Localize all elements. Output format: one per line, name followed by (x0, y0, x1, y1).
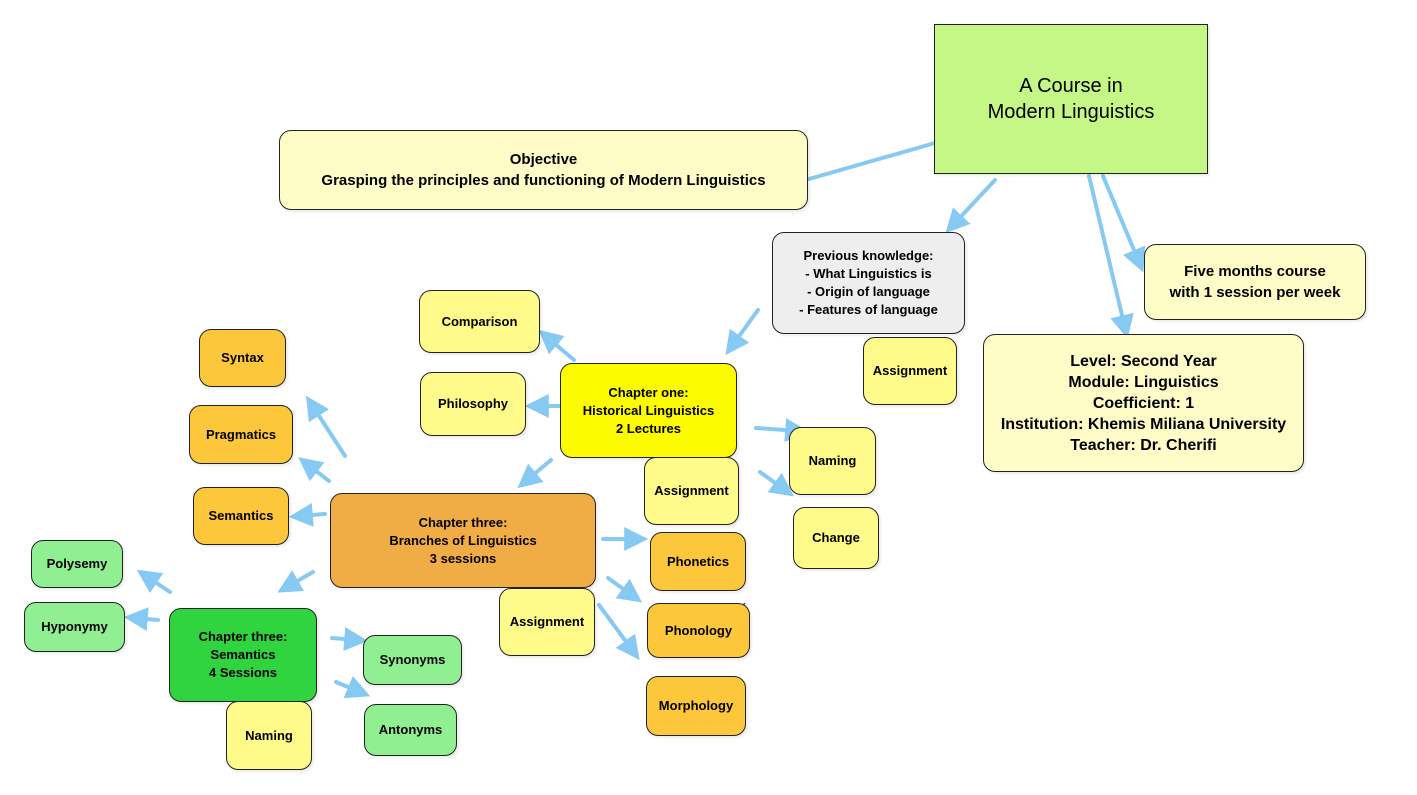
arrow-previous-chapter-one (725, 308, 760, 356)
assignment-branches-box: Assignment (499, 588, 595, 656)
naming-chapter-one-label: Naming (808, 453, 857, 468)
course-info-box: Level: Second Year Module: Linguistics C… (983, 334, 1304, 472)
chapter-one-label: Chapter one: Historical Linguistics 2 Le… (582, 384, 715, 436)
arrow-chapter-one-comparison (538, 329, 576, 362)
course-title-box: A Course in Modern Linguistics (934, 24, 1208, 174)
five-months-box: Five months course with 1 session per we… (1144, 244, 1366, 320)
philosophy-label: Philosophy (437, 396, 509, 411)
hyponymy-box: Hyponymy (24, 602, 125, 652)
arrow-chapter-one-change (758, 470, 795, 497)
syntax-label: Syntax (221, 350, 264, 365)
arrow-branches-syntax (305, 395, 347, 458)
arrow-semantics-antonyms (334, 675, 371, 699)
phonology-box: Phonology (647, 603, 750, 658)
arrow-semantics-polysemy (136, 569, 172, 594)
arrow-branches-semantics (288, 503, 327, 527)
assignment-previous-box: Assignment (863, 337, 957, 405)
pragmatics-label: Pragmatics (205, 426, 277, 442)
arrow-branches-semantics-chapter (277, 570, 315, 593)
phonetics-label: Phonetics (666, 553, 730, 569)
arrow-chapter-one-branches (517, 458, 553, 489)
course-info-text: Level: Second Year Module: Linguistics C… (1000, 352, 1287, 454)
pragmatics-box: Pragmatics (189, 405, 293, 464)
polysemy-label: Polysemy (46, 556, 108, 571)
antonyms-box: Antonyms (364, 704, 457, 756)
phonetics-box: Phonetics (650, 532, 746, 591)
connector-title-objective (807, 141, 937, 181)
semantics-branch-label: Semantics (208, 508, 274, 523)
phonology-label: Phonology (664, 622, 733, 638)
change-box: Change (793, 507, 879, 569)
semantics-chapter-label: Chapter three: Semantics 4 Sessions (198, 629, 288, 680)
comparison-label: Comparison (441, 313, 518, 329)
objective-text: Objective Grasping the principles and fu… (321, 151, 766, 189)
morphology-label: Morphology (658, 698, 734, 713)
naming-semantics-label: Naming (245, 727, 293, 743)
syntax-box: Syntax (199, 329, 286, 387)
semantics-branch-box: Semantics (193, 487, 289, 545)
branches-chapter-label: Chapter three: Branches of Linguistics 3… (389, 514, 537, 566)
philosophy-box: Philosophy (420, 372, 526, 436)
arrow-branches-phonology (606, 576, 643, 603)
assignment-branches-label: Assignment (509, 614, 585, 629)
arrow-semantics-hyponymy (123, 607, 160, 632)
course-title: A Course in Modern Linguistics (987, 75, 1155, 123)
arrow-branches-morphology (597, 603, 640, 661)
synonyms-label: Synonyms (379, 652, 446, 667)
branches-chapter-box: Chapter three: Branches of Linguistics 3… (330, 493, 596, 588)
arrow-branches-pragmatics (298, 457, 331, 483)
morphology-box: Morphology (646, 676, 746, 736)
assignment-chapter-one-box: Assignment (644, 457, 739, 525)
naming-semantics-box: Naming (226, 701, 312, 770)
arrow-semantics-synonyms (330, 627, 369, 651)
objective-box: Objective Grasping the principles and fu… (279, 130, 808, 210)
chapter-one-box: Chapter one: Historical Linguistics 2 Le… (560, 363, 737, 458)
assignment-previous-label: Assignment (872, 363, 948, 378)
hyponymy-label: Hyponymy (41, 619, 108, 634)
arrow-title-previous (945, 178, 997, 234)
comparison-box: Comparison (419, 290, 540, 353)
previous-knowledge-text: Previous knowledge: - What Linguistics i… (799, 248, 938, 317)
change-label: Change (812, 530, 860, 545)
naming-chapter-one-box: Naming (789, 427, 876, 495)
five-months-text: Five months course with 1 session per we… (1169, 263, 1341, 301)
semantics-chapter-box: Chapter three: Semantics 4 Sessions (169, 608, 317, 702)
polysemy-box: Polysemy (31, 540, 123, 588)
antonyms-label: Antonyms (378, 722, 443, 737)
assignment-chapter-one-label: Assignment (654, 483, 729, 498)
synonyms-box: Synonyms (363, 635, 462, 685)
arrow-title-course-info (1087, 174, 1134, 339)
previous-knowledge-box: Previous knowledge: - What Linguistics i… (772, 232, 965, 334)
arrow-title-five-months (1101, 174, 1146, 273)
